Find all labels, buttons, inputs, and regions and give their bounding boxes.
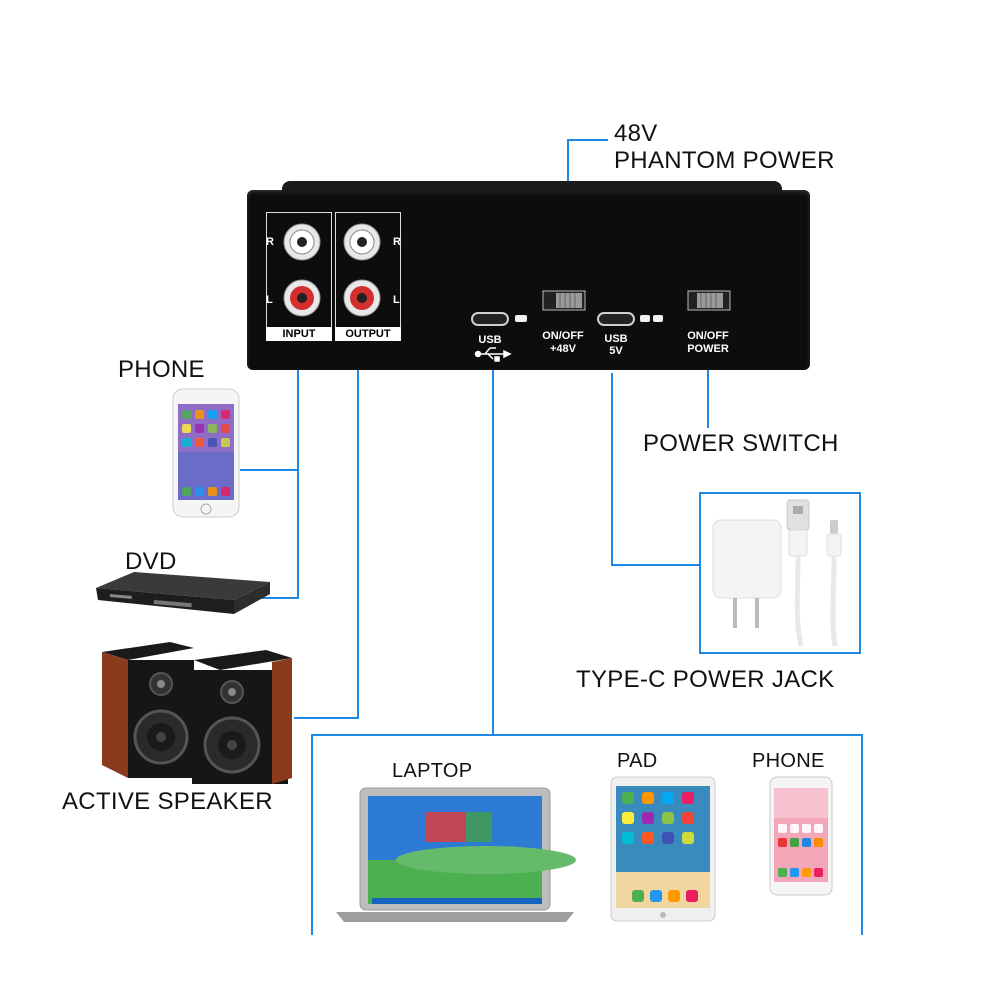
active-speaker-icon [102,642,292,784]
output-label-bg [335,327,401,341]
dvd-label: DVD [125,548,177,575]
rca-input-r-label: R [266,236,274,248]
device-top-edge [282,181,782,193]
phantom-switch[interactable] [542,290,586,311]
usb5v-led-1 [640,315,650,322]
phone-input-label: PHONE [118,356,205,383]
power-switch[interactable] [687,290,731,311]
rca-input-r[interactable] [283,223,321,261]
power-switch-callout: POWER SWITCH [643,430,839,457]
usb5v-line [611,373,700,566]
phone-input-icon [172,388,240,518]
usb-phone-label: PHONE [752,750,825,772]
usb-devices-frame [311,734,863,935]
input-label-bg [266,327,332,341]
output-label: OUTPUT [345,328,391,340]
usb-led [515,315,527,322]
pad-label: PAD [617,750,658,772]
usb-label: USB [478,334,502,346]
usb5v-port[interactable] [597,312,635,326]
phantom-callout-line2: PHANTOM POWER [614,147,835,174]
type-c-callout: TYPE-C POWER JACK [576,666,835,693]
laptop-label: LAPTOP [392,760,473,782]
pad-icon [610,776,716,922]
phantom-callout-line1: 48V [614,120,658,147]
rca-input-l-label: L [266,294,273,306]
rca-input-l[interactable] [283,279,321,317]
rca-output-l[interactable] [343,279,381,317]
usb-phone-icon [769,776,833,896]
usb5v-label-1: USB [604,333,628,345]
power-switch-label-1: ON/OFF [687,330,729,342]
input-label: INPUT [282,328,316,340]
rca-output-r-label: R [393,236,401,248]
laptop-icon [336,787,576,922]
type-c-charger-icon [712,499,842,647]
usb-c-port[interactable] [471,312,509,326]
rca-output-r[interactable] [343,223,381,261]
active-speaker-label: ACTIVE SPEAKER [62,788,273,815]
power-switch-label-2: POWER [687,343,729,355]
phantom-switch-label-1: ON/OFF [542,330,584,342]
output-line [294,362,359,719]
usb5v-led-2 [653,315,663,322]
rca-output-l-label: L [393,294,400,306]
usb5v-label-2: 5V [609,345,623,357]
phantom-switch-label-2: +48V [550,343,576,355]
usb-symbol-icon [474,347,512,362]
dvd-player-icon [96,572,270,614]
type-c-frame [699,492,861,654]
